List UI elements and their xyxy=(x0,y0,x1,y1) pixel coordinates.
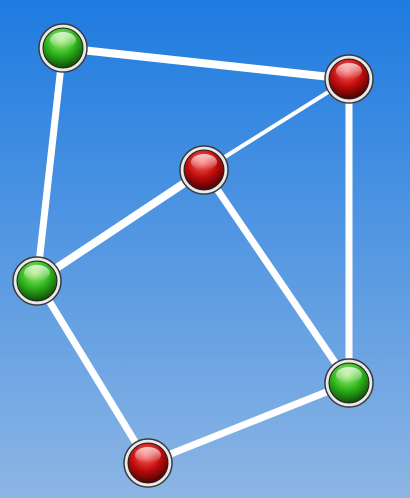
node-n5-green[interactable] xyxy=(324,358,374,408)
node-n3-red[interactable] xyxy=(179,145,229,195)
edge-n2-n3 xyxy=(202,77,351,172)
nodes-layer xyxy=(12,23,374,488)
edge-n4-n6 xyxy=(33,277,152,467)
edges-layer xyxy=(33,44,353,467)
edge-n5-n6 xyxy=(144,379,353,467)
node-highlight xyxy=(24,265,50,281)
node-n6-red[interactable] xyxy=(123,438,173,488)
node-highlight xyxy=(336,367,362,383)
node-n4-green[interactable] xyxy=(12,256,62,306)
node-highlight xyxy=(336,63,362,79)
node-highlight xyxy=(191,154,217,170)
node-highlight xyxy=(135,447,161,463)
edge-n3-n5 xyxy=(200,166,353,387)
node-n1-green[interactable] xyxy=(38,23,88,73)
edge-n3-n4 xyxy=(33,166,208,285)
node-n2-red[interactable] xyxy=(324,54,374,104)
node-highlight xyxy=(50,32,76,48)
edge-n1-n4 xyxy=(33,44,67,285)
edge-n1-n2 xyxy=(59,44,353,83)
